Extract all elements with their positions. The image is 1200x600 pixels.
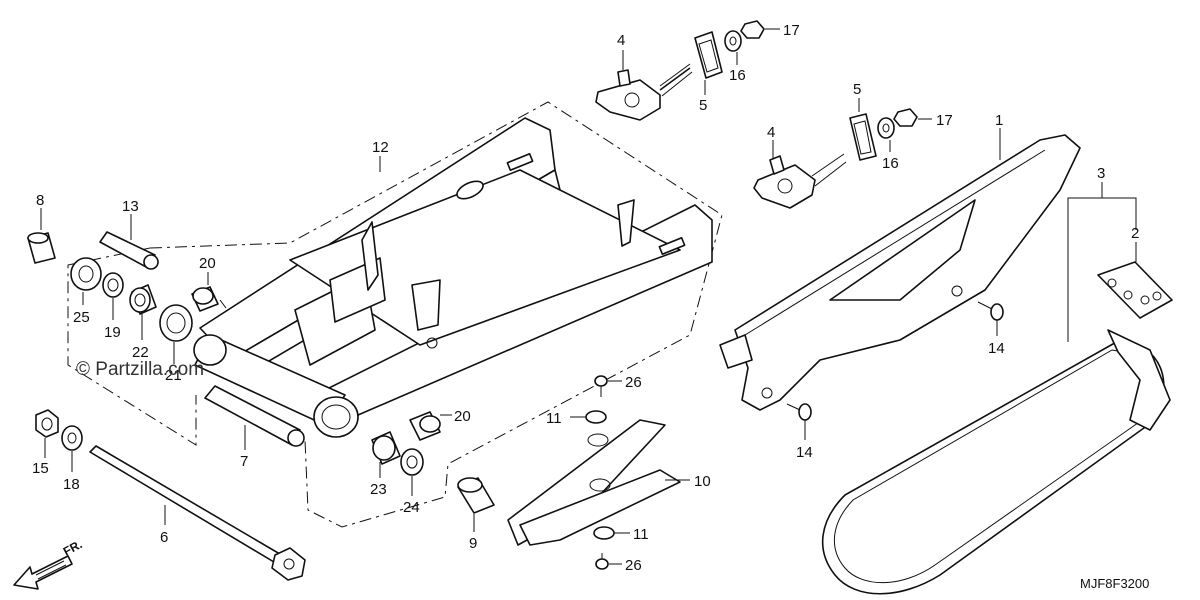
collar-20-upper <box>191 286 219 312</box>
adjuster-plate-left <box>694 31 723 79</box>
collar-8 <box>27 232 56 264</box>
callout-26a: 26 <box>625 374 642 391</box>
washer-19 <box>102 272 124 298</box>
dust-seal-25 <box>70 257 102 291</box>
callout-9: 9 <box>469 535 477 552</box>
callout-12: 12 <box>372 139 389 156</box>
callout-26b: 26 <box>625 557 642 574</box>
callout-17b: 17 <box>936 112 953 129</box>
front-direction-arrow: FR. <box>13 537 85 590</box>
callout-2: 2 <box>1131 225 1139 242</box>
washer-18 <box>61 425 83 451</box>
callout-10: 10 <box>694 473 711 490</box>
pivot-collar-13 <box>99 231 159 270</box>
leader-lines <box>40 28 1137 565</box>
callout-14a: 14 <box>988 340 1005 357</box>
callout-13: 13 <box>122 198 139 215</box>
callout-16a: 16 <box>729 67 746 84</box>
callout-7: 7 <box>240 453 248 470</box>
needle-bearing-23 <box>371 431 401 465</box>
callout-21: 21 <box>165 367 182 384</box>
callout-17a: 17 <box>783 22 800 39</box>
nut-left <box>740 20 765 39</box>
callout-14b: 14 <box>796 444 813 461</box>
chain-case-bolt-upper <box>977 301 1004 321</box>
chain-adjuster-left <box>595 63 693 121</box>
swingarm-group-outline <box>149 101 723 528</box>
chain-case-bolt-lower <box>786 403 812 421</box>
collar-20-lower <box>409 411 441 441</box>
rubber-11-lower <box>593 526 615 540</box>
nut-right <box>893 108 918 127</box>
pivot-group-outline <box>67 247 197 446</box>
ball-bearing-21 <box>159 304 193 342</box>
adjuster-plate-right <box>849 113 877 161</box>
callout-15: 15 <box>32 460 49 477</box>
callout-16b: 16 <box>882 155 899 172</box>
callout-1: 1 <box>995 112 1003 129</box>
washer-left <box>724 30 742 52</box>
callout-8: 8 <box>36 192 44 209</box>
callout-11a: 11 <box>546 410 562 427</box>
callout-24: 24 <box>403 499 420 516</box>
screw-26-upper <box>594 375 608 397</box>
chain-adjuster-right <box>753 153 847 209</box>
callout-22: 22 <box>132 344 149 361</box>
callout-4b: 4 <box>767 124 775 141</box>
swingarm-slider-10 <box>507 419 681 546</box>
callout-18: 18 <box>63 476 80 493</box>
drive-chain <box>821 329 1171 595</box>
callout-6: 6 <box>160 529 168 546</box>
chain-master-link <box>1097 261 1173 319</box>
callout-23: 23 <box>370 481 387 498</box>
callout-20a: 20 <box>199 255 216 272</box>
callout-5a: 5 <box>699 97 707 114</box>
callout-5b: 5 <box>853 81 861 98</box>
needle-bearing-22 <box>129 284 157 315</box>
callout-19: 19 <box>104 324 121 341</box>
collar-9 <box>457 477 495 514</box>
callout-3: 3 <box>1097 165 1105 182</box>
callout-4a: 4 <box>617 32 625 49</box>
callouts: 4 5 16 17 4 5 16 17 1 3 2 14 14 12 13 8 … <box>32 22 1139 574</box>
screw-26-lower <box>595 553 609 570</box>
washer-right <box>877 117 895 139</box>
swingarm <box>193 117 713 438</box>
rubber-11-upper <box>585 410 607 424</box>
callout-25: 25 <box>73 309 90 326</box>
direction-label: FR. <box>61 537 85 558</box>
chain-case <box>719 134 1081 411</box>
callout-11b: 11 <box>633 526 649 543</box>
pivot-nut-15 <box>35 409 59 438</box>
pivot-collar-7 <box>204 385 305 447</box>
watermark: © Partzilla.com <box>76 359 204 380</box>
dust-seal-24 <box>400 448 424 476</box>
callout-20b: 20 <box>454 408 471 425</box>
drawing-code: MJF8F3200 <box>1080 576 1149 591</box>
pivot-bolt-6 <box>89 445 306 581</box>
